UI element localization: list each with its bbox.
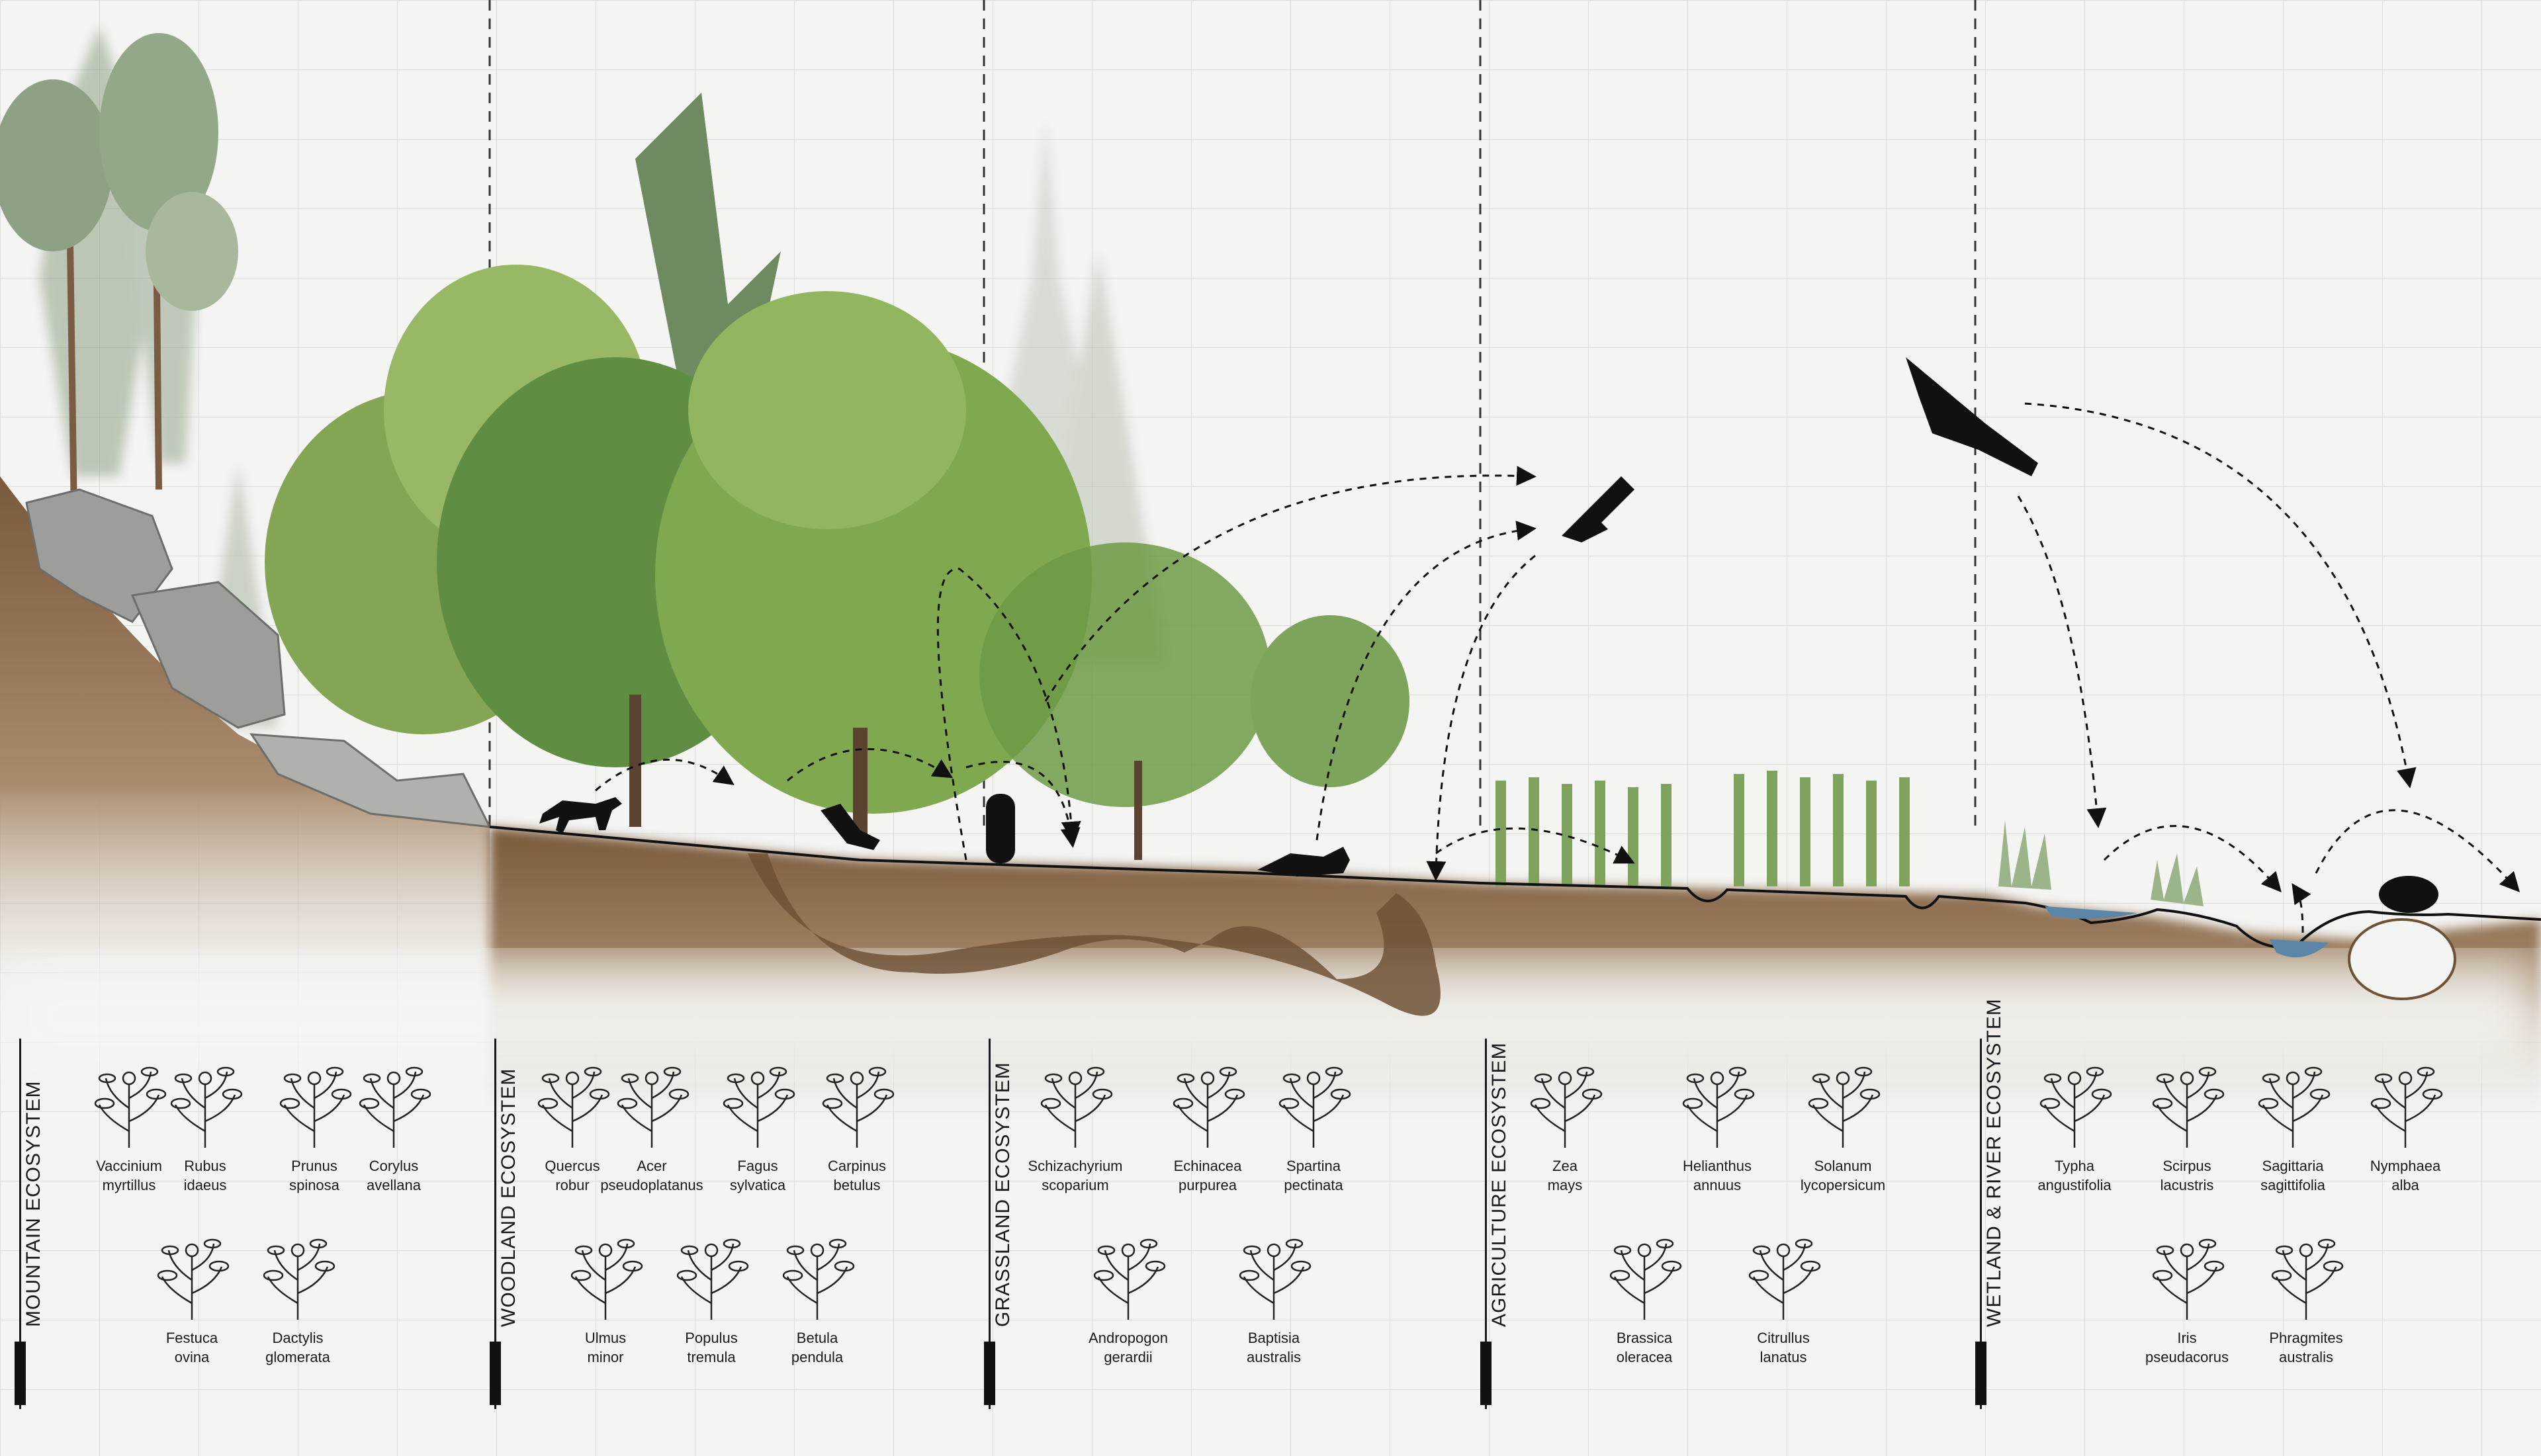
boar-silhouette (2379, 876, 2438, 913)
plant-genus-label: Corylus (321, 1156, 467, 1176)
plant-genus-label: Helianthus (1644, 1156, 1790, 1176)
ecosystem-title: MOUNTAIN ECOSYSTEM (22, 824, 53, 1327)
plant-genus-label: Citrullus (1711, 1328, 1856, 1348)
branch-sketch-icon (1601, 1230, 1687, 1323)
flower-sketch-icon (1674, 1058, 1760, 1151)
plant-genus-label: Schizachyrium (1003, 1156, 1148, 1176)
plant-genus-label: Brassica (1572, 1328, 1717, 1348)
river-basin (2349, 920, 2455, 999)
plant-solanum-lycopersicum: Solanumlycopersicum (1770, 1058, 1916, 1195)
plant-species-label: oleracea (1572, 1348, 1717, 1367)
zone-marker-bar (15, 1342, 26, 1405)
ground-mist (0, 959, 2541, 1072)
plant-genus-label: Carpinus (784, 1156, 930, 1176)
plant-genus-label: Betula (744, 1328, 890, 1348)
plant-species-label: pectinata (1241, 1176, 1386, 1195)
plant-genus-label: Solanum (1770, 1156, 1916, 1176)
grass-sketch-icon (1032, 1058, 1118, 1151)
leafy-sketch-icon (814, 1058, 900, 1151)
plant-genus-label: Baptisia (1201, 1328, 1347, 1348)
flower-sketch-icon (2250, 1058, 2336, 1151)
leafy-sketch-icon (162, 1058, 248, 1151)
zone-marker-bar (1975, 1342, 1986, 1405)
plant-species-label: avellana (321, 1176, 467, 1195)
plant-species-label: lycopersicum (1770, 1176, 1916, 1195)
plant-genus-label: Spartina (1241, 1156, 1386, 1176)
reed-sketch-icon (2144, 1058, 2230, 1151)
plant-species-label: scoparium (1003, 1176, 1148, 1195)
plant-genus-label: Zea (1492, 1156, 1638, 1176)
plant-species-label: pendula (744, 1348, 890, 1367)
plant-genus-label: Nymphaea (2333, 1156, 2478, 1176)
corn-sketch-icon (1522, 1058, 1608, 1151)
leaf-sketch-icon (609, 1058, 695, 1151)
leafy-sketch-icon (562, 1230, 648, 1323)
plant-genus-label: Phragmites (2233, 1328, 2379, 1348)
leaf-sketch-icon (668, 1230, 754, 1323)
reed-sketch-icon (2144, 1230, 2230, 1323)
plant-phragmites-australis: Phragmitesaustralis (2233, 1230, 2379, 1367)
plant-zea-mays: Zeamays (1492, 1058, 1638, 1195)
plant-species-label: alba (2333, 1176, 2478, 1195)
grass-sketch-icon (1270, 1058, 1357, 1151)
zone-marker-bar (490, 1342, 501, 1405)
fruit-sketch-icon (1800, 1058, 1886, 1151)
zone-marker-bar (984, 1342, 995, 1405)
branch-sketch-icon (1231, 1230, 1317, 1323)
lily-sketch-icon (2362, 1058, 2448, 1151)
plant-dactylis-glomerata: Dactylisglomerata (225, 1230, 371, 1367)
plant-species-label: betulus (784, 1176, 930, 1195)
zone-marker-bar (1480, 1342, 1492, 1405)
plant-species-label: gerardii (1055, 1348, 1201, 1367)
leafy-sketch-icon (1740, 1230, 1826, 1323)
grass-sketch-icon (255, 1230, 341, 1323)
plant-genus-label: Dactylis (225, 1328, 371, 1348)
plant-genus-label: Andropogon (1055, 1328, 1201, 1348)
plant-species-label: glomerata (225, 1348, 371, 1367)
plant-species-label: annuus (1644, 1176, 1790, 1195)
leaf-sketch-icon (351, 1058, 437, 1151)
grass-sketch-icon (149, 1230, 235, 1323)
plant-species-label: australis (1201, 1348, 1347, 1367)
reed-sketch-icon (2031, 1058, 2118, 1151)
plant-species-label: mays (1492, 1176, 1638, 1195)
plant-species-label: australis (2233, 1348, 2379, 1367)
flower-sketch-icon (1165, 1058, 1251, 1151)
grass-sketch-icon (1085, 1230, 1171, 1323)
leaf-sketch-icon (774, 1230, 860, 1323)
plant-species-label: lanatus (1711, 1348, 1856, 1367)
grass-sketch-icon (2263, 1230, 2349, 1323)
